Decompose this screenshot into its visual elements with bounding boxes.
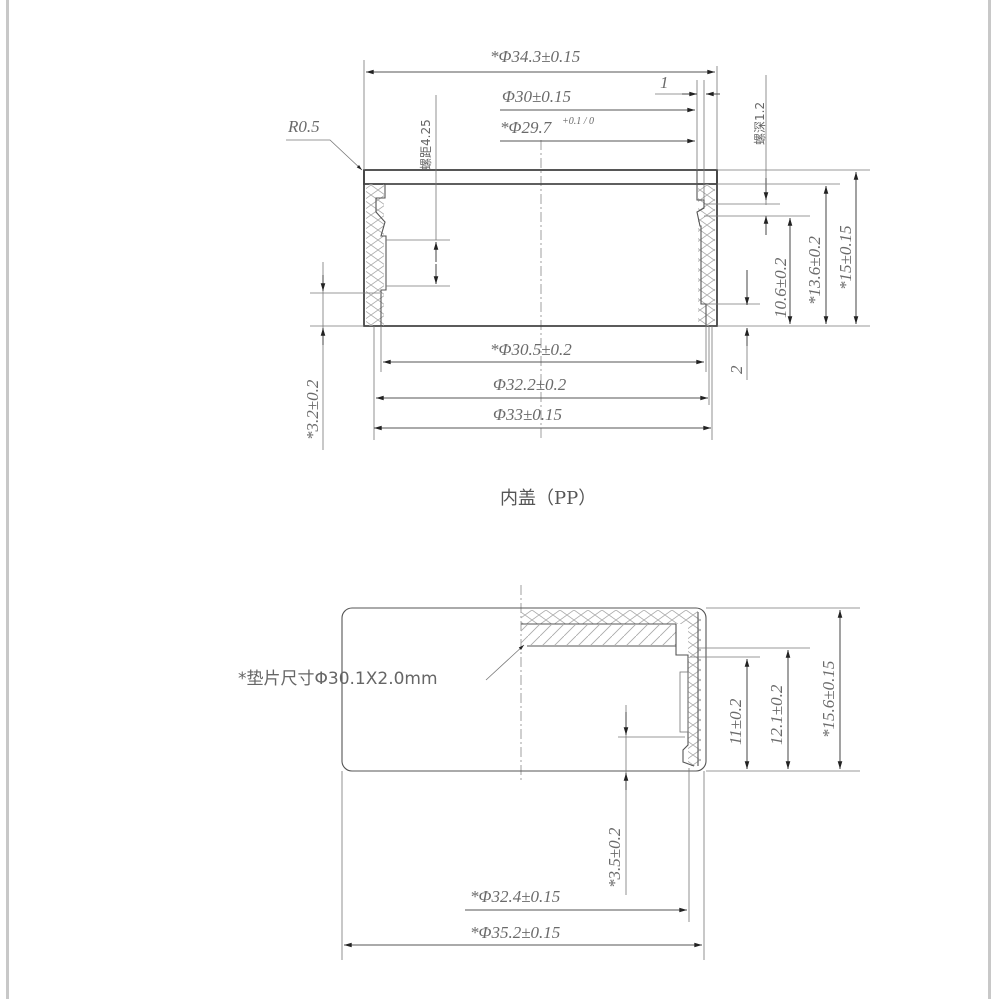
page-border-left: [6, 0, 9, 999]
dim-inner-dia: *Φ29.7: [500, 118, 553, 137]
dim-height-13-6: *13.6±0.2: [805, 236, 824, 305]
dim-offset-3-2: *3.2±0.2: [303, 379, 322, 440]
dim-height-15: *15±0.15: [836, 225, 855, 290]
dim-outer-cap-inner-dia: *Φ32.4±0.15: [470, 887, 560, 906]
dim-height-12-1: 12.1±0.2: [767, 684, 786, 745]
gasket-hatch: [521, 625, 676, 645]
outer-cap-section: *垫片尺寸Φ30.1X2.0mm 11±0.2 12.1±0.2 *15.6±0…: [238, 585, 860, 960]
dim-inner-dia-tolerance: +0.1 / 0: [562, 116, 594, 127]
dim-step-width: 1: [660, 73, 669, 92]
inner-lid-outline: [363, 170, 718, 327]
dim-bottom-gap: 2: [727, 365, 746, 374]
inner-lid-section: *Φ34.3±0.15 Φ30±0.15 *Φ29.7 +0.1 / 0 1 R…: [286, 47, 870, 509]
dim-height-11: 11±0.2: [726, 698, 745, 745]
outer-cap-outline: [341, 607, 707, 772]
dim-height-10-6: 10.6±0.2: [771, 257, 790, 318]
label-thread-pitch: 螺距4.25: [419, 119, 433, 170]
dim-outer-top-dia: *Φ34.3±0.15: [490, 47, 580, 66]
dim-outer-cap-outer-dia: *Φ35.2±0.15: [470, 923, 560, 942]
dim-height-15-6: *15.6±0.15: [819, 661, 838, 738]
dim-offset-3-5: *3.5±0.2: [605, 827, 624, 888]
inner-lid-top-plate: [363, 169, 718, 185]
label-thread-depth: 螺深1.2: [753, 102, 767, 145]
inner-lid-title: 内盖（PP）: [500, 488, 596, 509]
dim-bottom-mid-dia: Φ32.2±0.2: [493, 375, 567, 394]
dim-thread-dia: Φ30±0.15: [502, 87, 571, 106]
dim-bottom-inner-dia: *Φ30.5±0.2: [490, 340, 572, 359]
dim-corner-radius: R0.5: [287, 117, 320, 136]
gasket-size-note: *垫片尺寸Φ30.1X2.0mm: [238, 669, 438, 689]
dim-bottom-outer-dia: Φ33±0.15: [493, 405, 562, 424]
page-border-right: [988, 0, 991, 999]
